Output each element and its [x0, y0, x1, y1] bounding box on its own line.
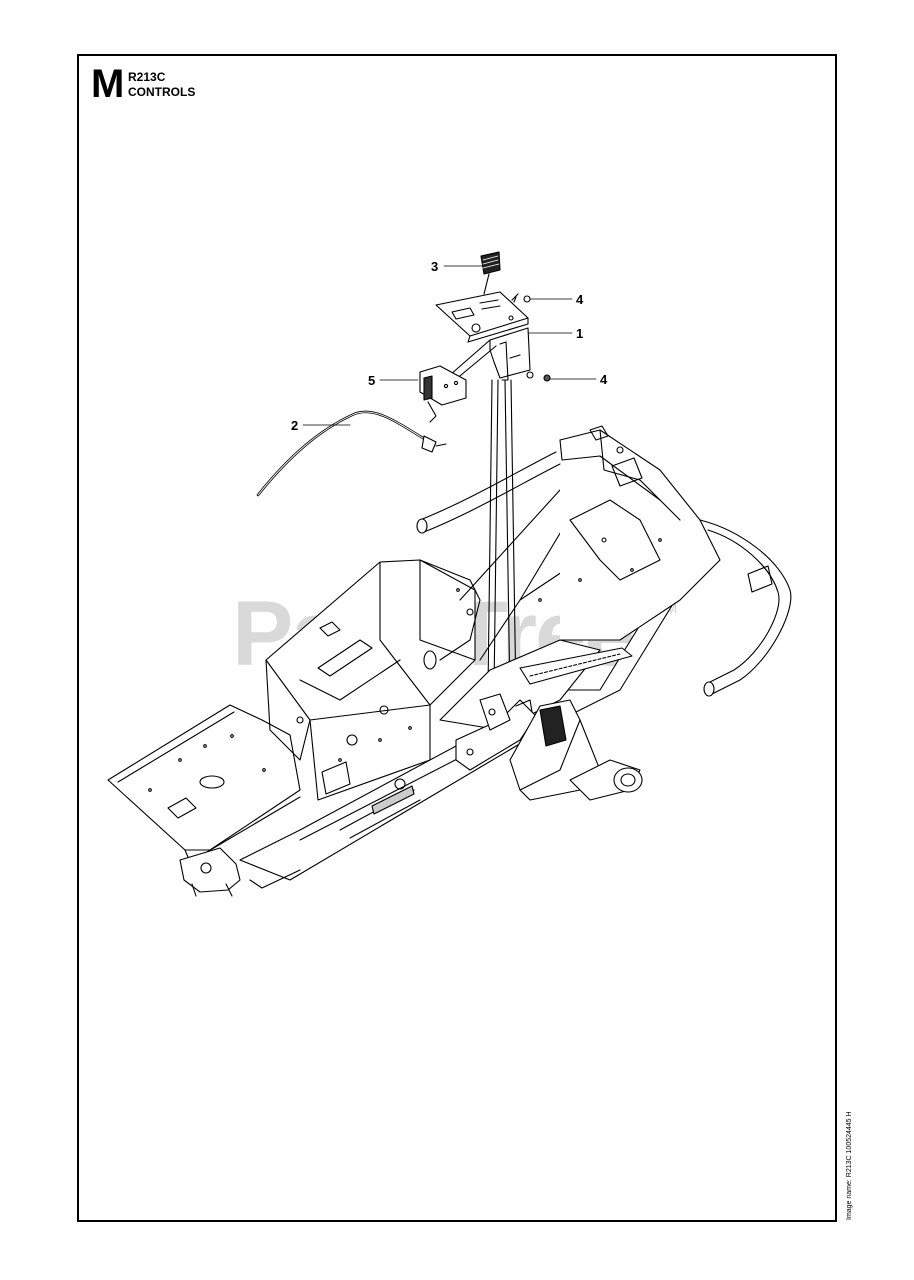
image-name: Image name: R213C 100524445 H — [846, 1111, 853, 1220]
callout-2: 2 — [291, 418, 298, 433]
callout-4-top: 4 — [576, 292, 584, 307]
callout-1: 1 — [576, 326, 583, 341]
section-title: CONTROLS — [128, 85, 196, 99]
mower-frame — [107, 425, 792, 897]
callout-3: 3 — [431, 259, 438, 274]
page-frame — [77, 54, 837, 1222]
section-letter: M — [91, 62, 125, 106]
model-name: R213C — [128, 70, 166, 84]
leader-lines — [302, 265, 597, 426]
callout-4-bottom: 4 — [600, 372, 608, 387]
callout-5: 5 — [368, 373, 375, 388]
pedal-assembly — [256, 251, 551, 701]
